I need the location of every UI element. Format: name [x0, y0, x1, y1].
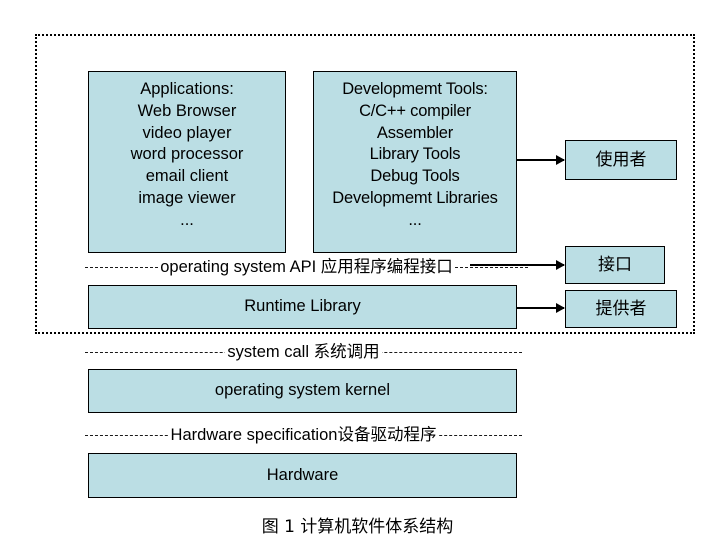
- hardware-spec-boundary-label: Hardware specification设备驱动程序: [168, 425, 439, 444]
- devtools-line-5: Developmemt Libraries: [332, 188, 498, 207]
- role-provider-box: 提供者: [565, 290, 677, 328]
- applications-line-3: word processor: [130, 145, 244, 164]
- role-interface-box: 接口: [565, 246, 665, 284]
- applications-box: Applications: Web Browser video player w…: [88, 71, 286, 253]
- devtools-line-6: ...: [408, 210, 422, 229]
- role-user-label: 使用者: [595, 149, 647, 169]
- role-interface-label: 接口: [598, 254, 632, 274]
- applications-line-4: email client: [145, 167, 229, 186]
- applications-line-6: ...: [180, 210, 194, 229]
- runtime-library-box: Runtime Library: [88, 285, 517, 329]
- development-tools-box: Developmemt Tools: C/C++ compiler Assemb…: [313, 71, 517, 253]
- api-boundary-label: operating system API 应用程序编程接口: [158, 257, 455, 276]
- runtime-library-label: Runtime Library: [244, 297, 361, 316]
- hardware-spec-boundary: Hardware specification设备驱动程序: [85, 422, 522, 448]
- os-kernel-box: operating system kernel: [88, 369, 517, 413]
- applications-line-1: Web Browser: [137, 101, 237, 120]
- role-provider-label: 提供者: [595, 298, 647, 318]
- devtools-line-2: Assembler: [376, 123, 454, 142]
- applications-line-2: video player: [142, 123, 232, 142]
- applications-line-5: image viewer: [138, 188, 236, 207]
- software-scope-dotted-frame: [35, 34, 695, 334]
- arrow-to-provider: [516, 303, 565, 313]
- hardware-box: Hardware: [88, 453, 517, 498]
- api-boundary: operating system API 应用程序编程接口: [85, 254, 528, 280]
- devtools-line-3: Library Tools: [369, 145, 461, 164]
- devtools-line-0: Developmemt Tools:: [342, 80, 488, 98]
- devtools-line-1: C/C++ compiler: [359, 101, 471, 120]
- role-user-box: 使用者: [565, 140, 677, 180]
- figure-caption: 图 1 计算机软件体系结构: [261, 517, 454, 537]
- applications-line-0: Applications:: [140, 80, 234, 98]
- os-kernel-label: operating system kernel: [214, 381, 391, 400]
- devtools-line-4: Debug Tools: [370, 167, 460, 186]
- system-call-boundary-label: system call 系统调用: [225, 342, 382, 361]
- hardware-label: Hardware: [266, 465, 339, 484]
- arrow-to-interface: [470, 260, 565, 270]
- arrow-to-user: [516, 155, 565, 165]
- system-call-boundary: system call 系统调用: [85, 339, 522, 365]
